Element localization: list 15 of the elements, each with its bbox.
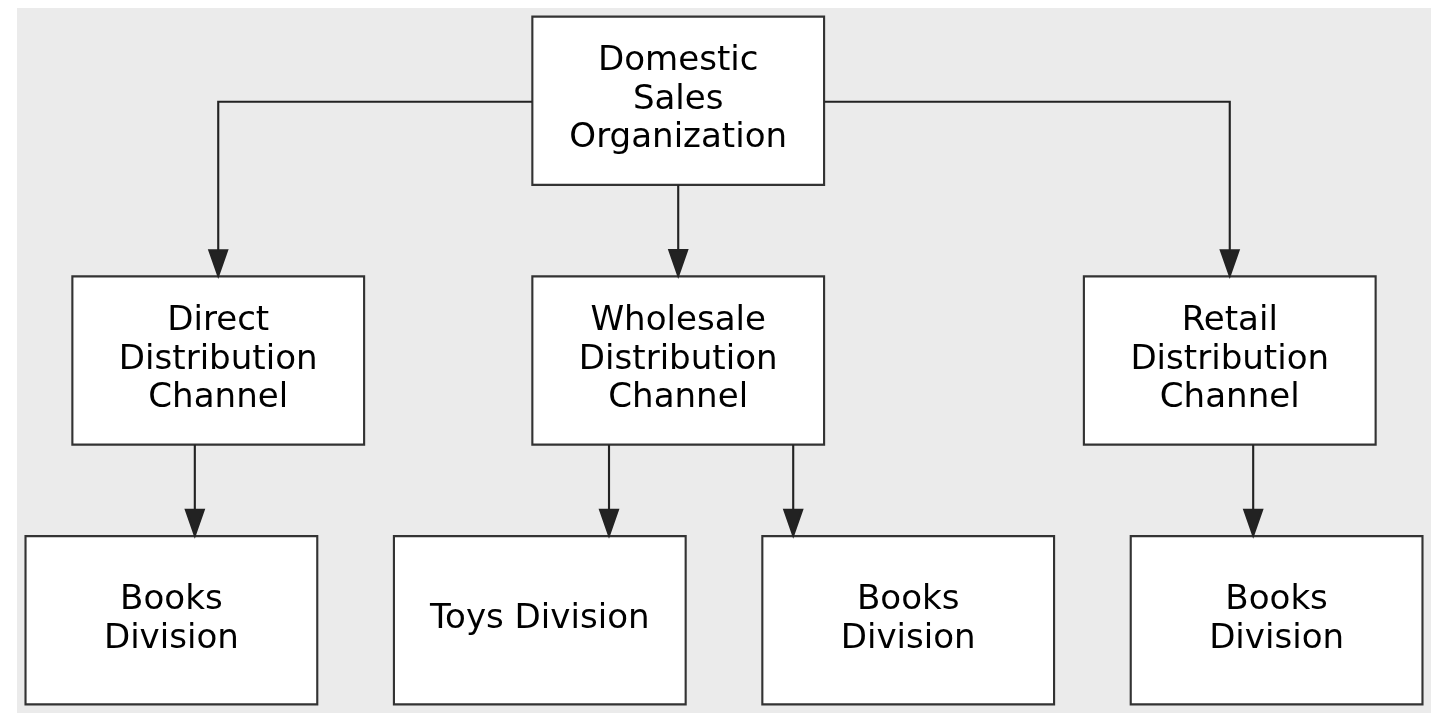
node-box: Wholesale Distribution Channel: [530, 275, 825, 446]
arrow: [667, 185, 689, 279]
arrow: [782, 444, 804, 539]
arrow: [598, 444, 619, 539]
node-box: Direct Distribution Channel: [70, 275, 365, 446]
node-box: Books Division: [23, 535, 318, 706]
arrow: [1242, 444, 1264, 539]
node-box: Retail Distribution Channel: [1082, 275, 1377, 446]
node-box: Domestic Sales Organization: [530, 15, 825, 186]
node-box: Books Division: [1129, 535, 1424, 706]
arrow: [824, 100, 1240, 279]
arrow: [207, 100, 532, 279]
node-box: Toys Division: [392, 535, 687, 706]
node-box: Books Division: [760, 535, 1055, 706]
arrow: [183, 444, 205, 539]
